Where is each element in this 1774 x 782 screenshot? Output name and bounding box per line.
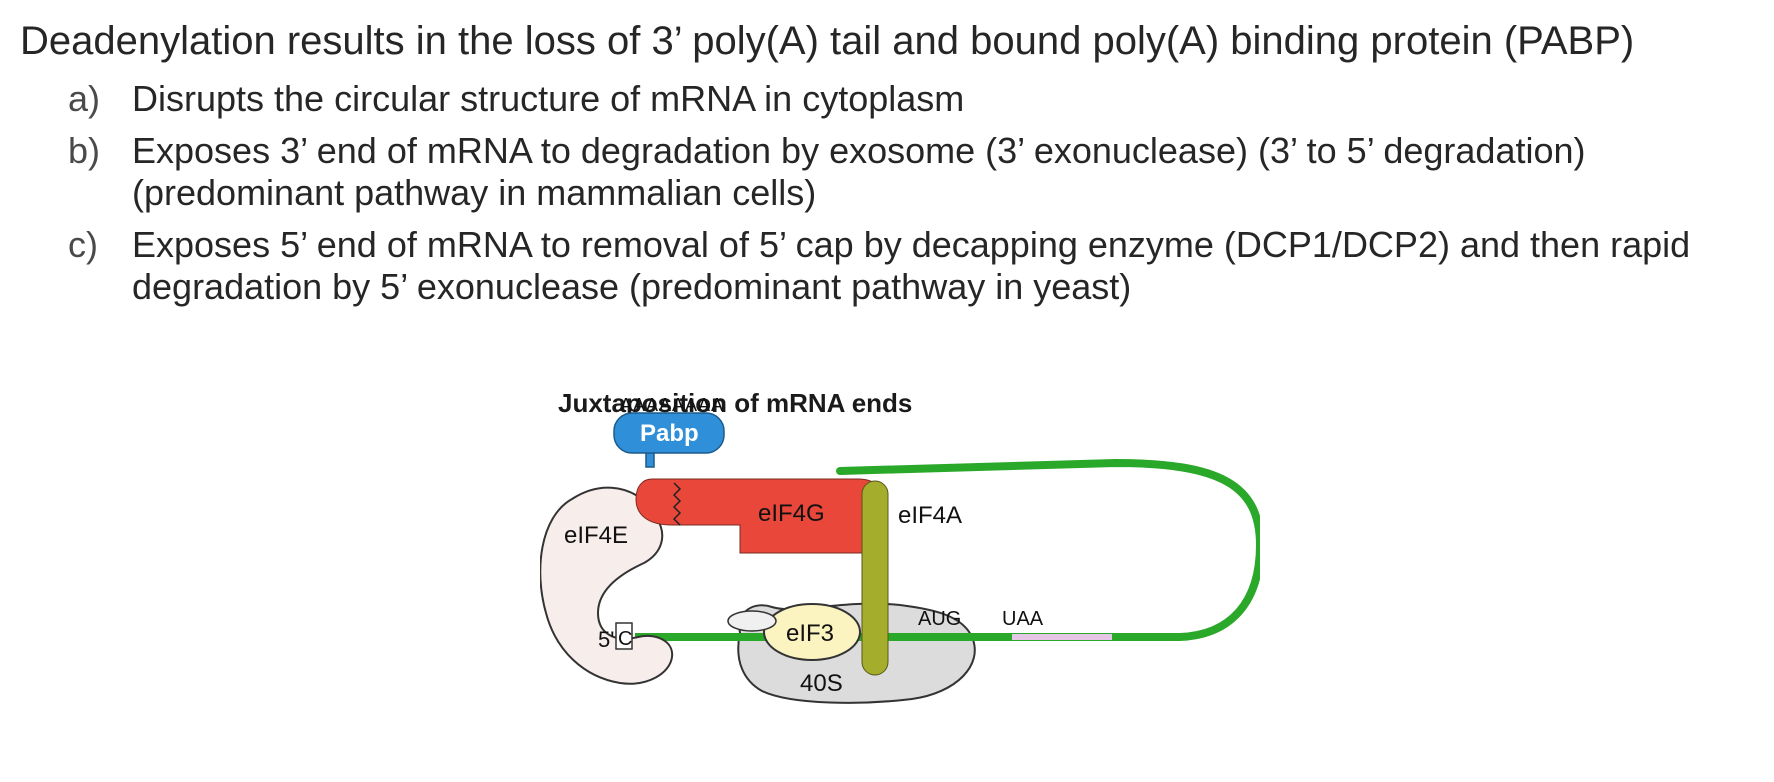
eif3-small-subunit xyxy=(727,610,777,632)
bullet-a: a) Disrupts the circular structure of mR… xyxy=(68,78,1748,120)
pabp-label: Pabp xyxy=(640,420,699,447)
bullet-marker: b) xyxy=(68,130,101,171)
eif4g-linker xyxy=(672,482,682,526)
bullet-text: Disrupts the circular structure of mRNA … xyxy=(132,78,1748,120)
eif4a-factor xyxy=(861,480,889,676)
bullet-marker: c) xyxy=(68,224,98,265)
bullet-line: (predominant pathway in mammalian cells) xyxy=(132,172,817,213)
eif3-factor xyxy=(763,603,861,661)
bullet-marker: a) xyxy=(68,78,101,119)
bullet-b: b) Exposes 3’ end of mRNA to degradation… xyxy=(68,130,1748,214)
bullet-list: a) Disrupts the circular structure of mR… xyxy=(68,78,1748,318)
eif4g-label: eIF4G xyxy=(758,500,825,527)
ribosome-label: 40S xyxy=(800,670,843,697)
bullet-line: Disrupts the circular structure of mRNA … xyxy=(132,78,965,119)
eif4a-label: eIF4A xyxy=(898,502,962,529)
cap-box xyxy=(615,622,633,650)
aug-codon-label: AUG xyxy=(918,608,961,630)
eif4e-label: eIF4E xyxy=(564,522,628,549)
slide-title: Deadenylation results in the loss of 3’ … xyxy=(20,19,1635,63)
uaa-codon-label: UAA xyxy=(1002,608,1044,630)
cap-label: C xyxy=(618,628,632,650)
mrna-circularization-figure: Juxtaposition of mRNA ends eIF4E 5' C eI… xyxy=(540,375,1260,755)
eif3-label: eIF3 xyxy=(786,620,834,647)
figure-svg: Juxtaposition of mRNA ends eIF4E 5' C eI… xyxy=(540,388,1260,704)
bullet-line: Exposes 3’ end of mRNA to degradation by… xyxy=(132,130,1586,171)
eif4e-factor xyxy=(540,486,674,685)
five-prime-label: 5' xyxy=(598,627,614,652)
polya-tail-label: AAAAAAAA xyxy=(620,395,724,415)
bullet-text: Exposes 3’ end of mRNA to degradation by… xyxy=(132,130,1748,214)
bullet-line: Exposes 5’ end of mRNA to removal of 5’ … xyxy=(132,224,1691,265)
bullet-line: degradation by 5’ exonuclease (predomina… xyxy=(132,266,1132,307)
pabp-factor xyxy=(613,412,725,454)
figure-title: Juxtaposition of mRNA ends xyxy=(558,388,912,418)
bullet-c: c) Exposes 5’ end of mRNA to removal of … xyxy=(68,224,1748,308)
mrna-loop xyxy=(836,458,1260,641)
bullet-text: Exposes 5’ end of mRNA to removal of 5’ … xyxy=(132,224,1748,308)
